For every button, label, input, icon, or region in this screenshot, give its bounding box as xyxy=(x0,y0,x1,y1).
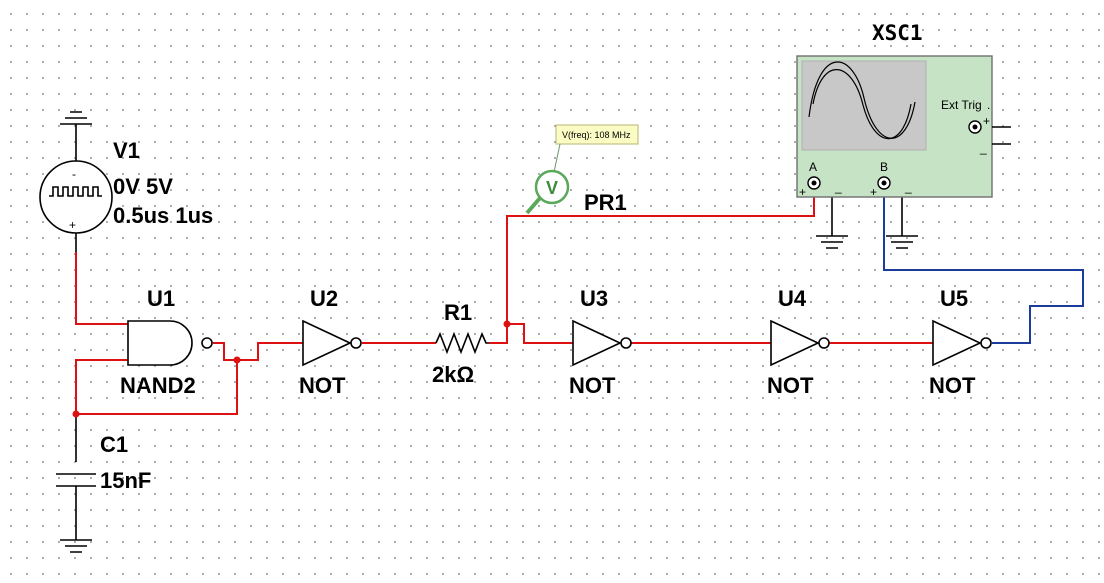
c1-value: 15nF xyxy=(100,468,151,493)
u1-inverter-bubble xyxy=(201,337,213,349)
u5-inverter-bubble xyxy=(980,337,992,349)
u2-body xyxy=(302,319,352,367)
u4-ref: U4 xyxy=(778,286,807,311)
scope-trace-sine xyxy=(808,61,916,139)
channel-b-label: B xyxy=(880,160,888,174)
u5-not-gate[interactable]: U5 NOT xyxy=(929,286,992,398)
r1-resistor[interactable]: R1 2kΩ xyxy=(432,300,489,387)
u3-inverter-bubble xyxy=(620,337,632,349)
scope-ext-trig-dot: . xyxy=(987,98,990,112)
channel-b-terminal-center xyxy=(881,180,887,186)
wire-u1-out[interactable] xyxy=(213,342,303,361)
u4-body xyxy=(770,319,820,367)
v1-clock-source[interactable]: - + V1 0V 5V 0.5us 1us xyxy=(39,111,213,252)
wire-r1-to-u3[interactable] xyxy=(489,323,573,344)
channel-a-terminal-center xyxy=(811,180,817,186)
ext-trig-minus: _ xyxy=(979,141,987,155)
r1-ref: R1 xyxy=(444,300,472,325)
probe-head xyxy=(534,169,570,205)
u5-ref: U5 xyxy=(940,286,968,311)
u2-type: NOT xyxy=(299,373,346,398)
ext-trig-plus: + xyxy=(983,114,990,128)
u1-ref: U1 xyxy=(147,286,175,311)
v1-minus-mark: - xyxy=(72,167,76,181)
u3-type: NOT xyxy=(569,373,616,398)
wire-probe-to-scope-a[interactable] xyxy=(506,190,815,324)
ext-trig-terminal-center xyxy=(972,124,978,130)
u4-not-gate[interactable]: U4 NOT xyxy=(767,286,830,398)
u2-ref: U2 xyxy=(310,286,338,311)
scope-trace-shifted xyxy=(812,69,912,140)
u5-body xyxy=(932,319,982,367)
channel-a-plus: + xyxy=(799,185,806,199)
u3-not-gate[interactable]: U3 NOT xyxy=(569,286,632,398)
junction-dot xyxy=(503,320,511,328)
c1-plates xyxy=(56,473,96,487)
v1-value-timing: 0.5us 1us xyxy=(113,203,213,228)
u4-inverter-bubble xyxy=(818,337,830,349)
c1-capacitor[interactable]: C1 15nF xyxy=(56,432,151,553)
pr1-ref: PR1 xyxy=(584,190,627,215)
c1-ref: C1 xyxy=(100,432,128,457)
probe-tip xyxy=(525,196,542,215)
r1-body xyxy=(435,331,489,355)
scope-ext-trig-label: Ext Trig xyxy=(941,98,982,112)
u1-nand-gate[interactable]: U1 NAND2 xyxy=(120,286,213,398)
v1-plus-mark: + xyxy=(69,218,76,232)
u4-type: NOT xyxy=(767,373,814,398)
pr1-voltage-probe[interactable]: V(freq): 108 MHz V PR1 xyxy=(525,124,639,215)
probe-tag-leader xyxy=(553,143,561,173)
channel-b-minus: _ xyxy=(904,180,912,194)
ground-symbol xyxy=(60,539,92,553)
u3-ref: U3 xyxy=(580,286,608,311)
xsc1-oscilloscope[interactable]: XSC1 Ext Trig . + _ A + _ B + _ xyxy=(796,21,1011,199)
junction-dot xyxy=(233,356,241,364)
scope-screen xyxy=(801,60,927,151)
v1-value-levels: 0V 5V xyxy=(113,174,173,199)
wire-v1-to-u1[interactable] xyxy=(75,252,128,325)
junction-dot xyxy=(72,410,80,418)
ext-trig-leads xyxy=(992,126,1011,145)
wire-u5-to-scope-b[interactable] xyxy=(883,190,1084,344)
probe-reading: V(freq): 108 MHz xyxy=(562,130,631,140)
u2-not-gate[interactable]: U2 NOT xyxy=(299,286,362,398)
r1-value: 2kΩ xyxy=(432,362,474,387)
channel-b-plus: + xyxy=(870,185,877,199)
channel-a-minus: _ xyxy=(834,180,842,194)
u1-body xyxy=(127,320,193,366)
u3-body xyxy=(572,319,622,367)
probe-glyph: V xyxy=(546,178,558,198)
probe-reading-tag xyxy=(555,124,639,145)
ground-symbol xyxy=(886,235,918,249)
channel-a-label: A xyxy=(809,160,817,174)
xsc1-ref: XSC1 xyxy=(872,21,923,45)
ground-symbol xyxy=(60,111,92,162)
square-wave-icon xyxy=(49,186,102,197)
ground-symbol xyxy=(816,235,848,249)
u1-type: NAND2 xyxy=(120,373,196,398)
v1-ref: V1 xyxy=(113,138,140,163)
u2-inverter-bubble xyxy=(350,337,362,349)
junctions xyxy=(72,320,511,418)
u5-type: NOT xyxy=(929,373,976,398)
